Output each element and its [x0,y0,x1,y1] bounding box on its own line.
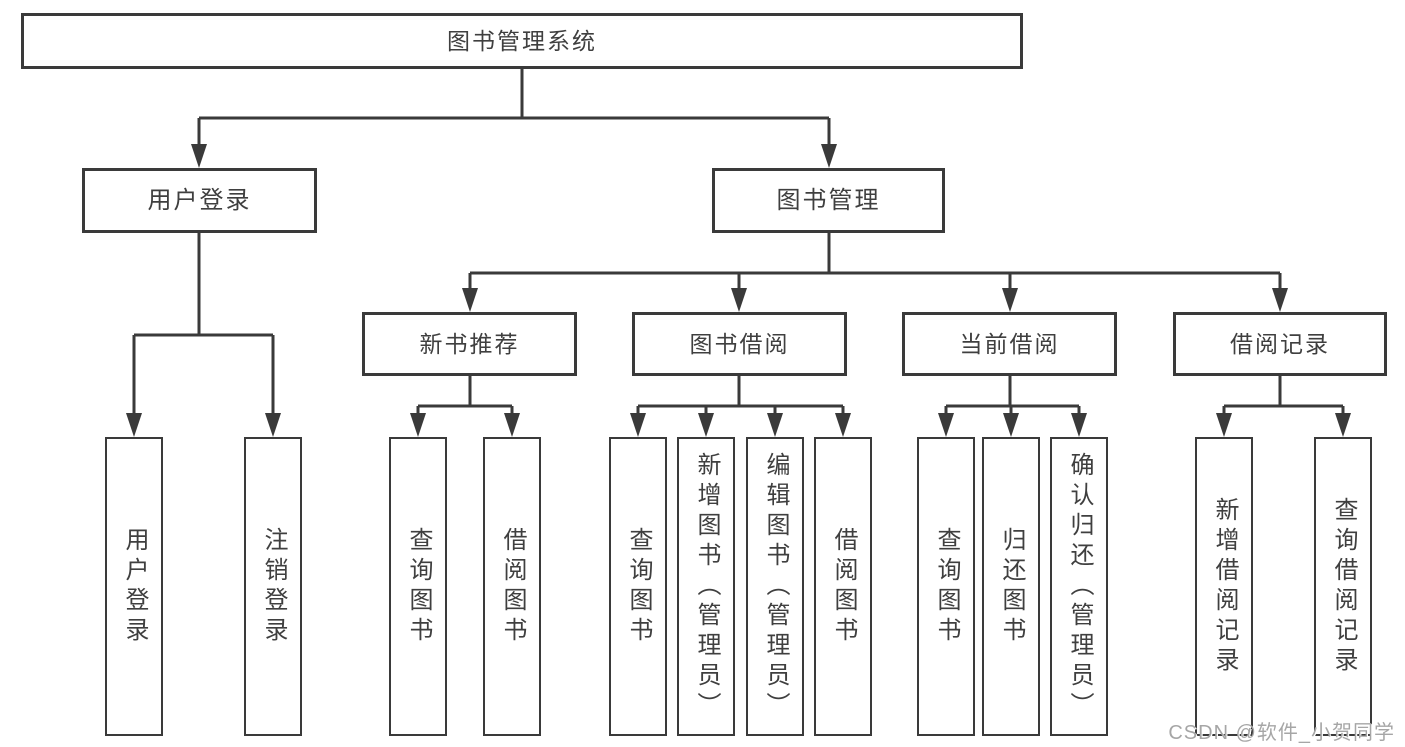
leaf-borrow-borrow-book: 借阅图书 [814,437,872,736]
leaf-edit-book-admin: 编辑图书（管理员） [746,437,804,736]
leaf-add-borrow-record: 新增借阅记录 [1195,437,1253,736]
node-user-login: 用户登录 [82,168,317,233]
node-current-borrow: 当前借阅 [902,312,1117,376]
leaf-return-book: 归还图书 [982,437,1040,736]
node-book-management: 图书管理 [712,168,945,233]
leaf-recommend-borrow-book: 借阅图书 [483,437,541,736]
leaf-logout-login: 注销登录 [244,437,302,736]
leaf-borrow-query-book: 查询图书 [609,437,667,736]
leaf-current-query-book: 查询图书 [917,437,975,736]
csdn-watermark: CSDN @软件_小贺同学 [1168,722,1395,744]
leaf-confirm-return-admin: 确认归还（管理员） [1050,437,1108,736]
leaf-user-login: 用户登录 [105,437,163,736]
node-book-borrow: 图书借阅 [632,312,847,376]
node-new-book-recommend: 新书推荐 [362,312,577,376]
leaf-query-borrow-record: 查询借阅记录 [1314,437,1372,736]
node-library-management-system: 图书管理系统 [21,13,1023,69]
leaf-recommend-query-book: 查询图书 [389,437,447,736]
node-borrow-records: 借阅记录 [1173,312,1387,376]
leaf-add-book-admin: 新增图书（管理员） [677,437,735,736]
